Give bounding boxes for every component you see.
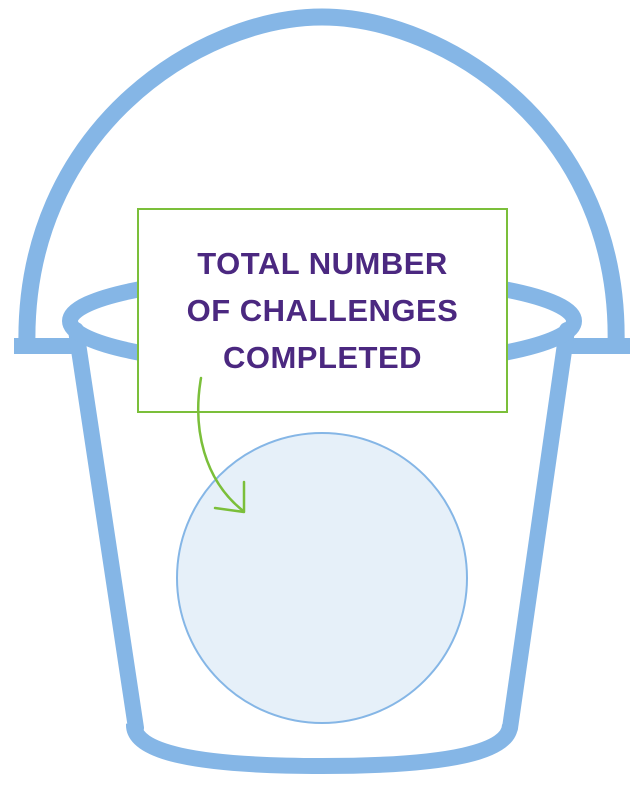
bucket-left-side xyxy=(68,322,144,736)
label-box: TOTAL NUMBER OF CHALLENGES COMPLETED xyxy=(137,208,508,413)
bucket-right-side xyxy=(502,322,575,736)
label-line-2: OF CHALLENGES xyxy=(186,293,459,328)
count-circle xyxy=(176,432,468,724)
bucket-handle xyxy=(18,8,625,348)
label-line-3: COMPLETED xyxy=(222,340,423,375)
label-line-1: TOTAL NUMBER xyxy=(197,246,448,281)
bucket-bottom xyxy=(126,723,518,775)
